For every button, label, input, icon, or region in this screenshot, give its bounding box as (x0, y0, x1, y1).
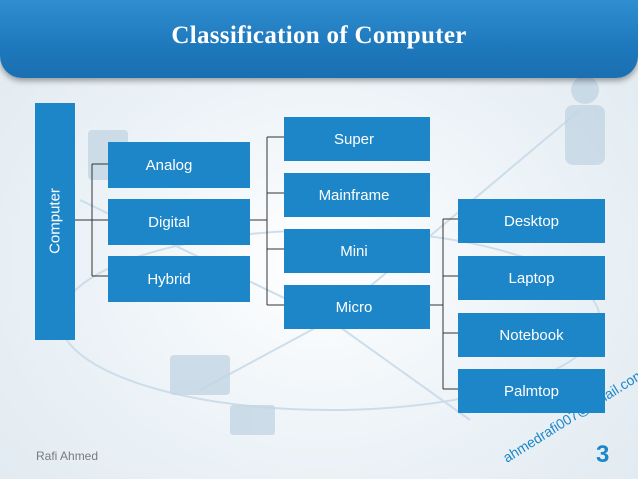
node-notebook: Notebook (458, 313, 605, 357)
author-name: Rafi Ahmed (36, 449, 98, 463)
node-digital-label: Digital (148, 214, 190, 231)
node-digital: Digital (108, 199, 250, 245)
node-palmtop-label: Palmtop (504, 383, 559, 400)
node-mini-label: Mini (340, 243, 368, 260)
root-node-label: Computer (47, 188, 64, 254)
node-desktop-label: Desktop (504, 213, 559, 230)
node-laptop: Laptop (458, 256, 605, 300)
root-node-computer: Computer (35, 103, 75, 340)
node-micro: Micro (284, 285, 430, 329)
node-mainframe-label: Mainframe (319, 187, 390, 204)
page-number: 3 (596, 441, 609, 469)
node-mini: Mini (284, 229, 430, 273)
node-micro-label: Micro (336, 299, 373, 316)
node-notebook-label: Notebook (499, 327, 563, 344)
node-analog: Analog (108, 142, 250, 188)
node-super: Super (284, 117, 430, 161)
node-mainframe: Mainframe (284, 173, 430, 217)
node-hybrid-label: Hybrid (147, 271, 190, 288)
node-laptop-label: Laptop (509, 270, 555, 287)
node-hybrid: Hybrid (108, 256, 250, 302)
node-desktop: Desktop (458, 199, 605, 243)
node-analog-label: Analog (146, 157, 193, 174)
node-super-label: Super (334, 131, 374, 148)
